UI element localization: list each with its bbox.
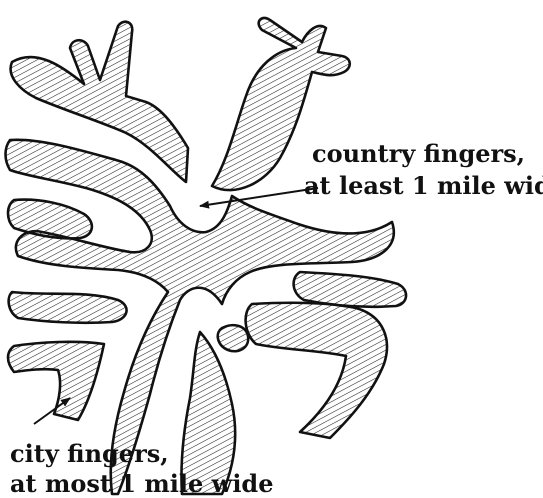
city-finger-bottom-right [246,303,387,438]
city-fingers-label-line1: city fingers, [10,439,169,468]
city-fingers-label-line2: at most 1 mile wide [10,469,273,498]
country-fingers-arrow [200,188,318,206]
country-fingers-label-line1: country fingers, [312,139,525,168]
city-finger-small-fragment [218,325,248,351]
city-finger-left-upper [8,200,92,239]
country-fingers-label-line2: at least 1 mile wide [304,171,543,200]
city-finger-left-lower [9,292,127,323]
city-finger-regions [6,18,407,494]
city-finger-right-middle [294,272,406,307]
